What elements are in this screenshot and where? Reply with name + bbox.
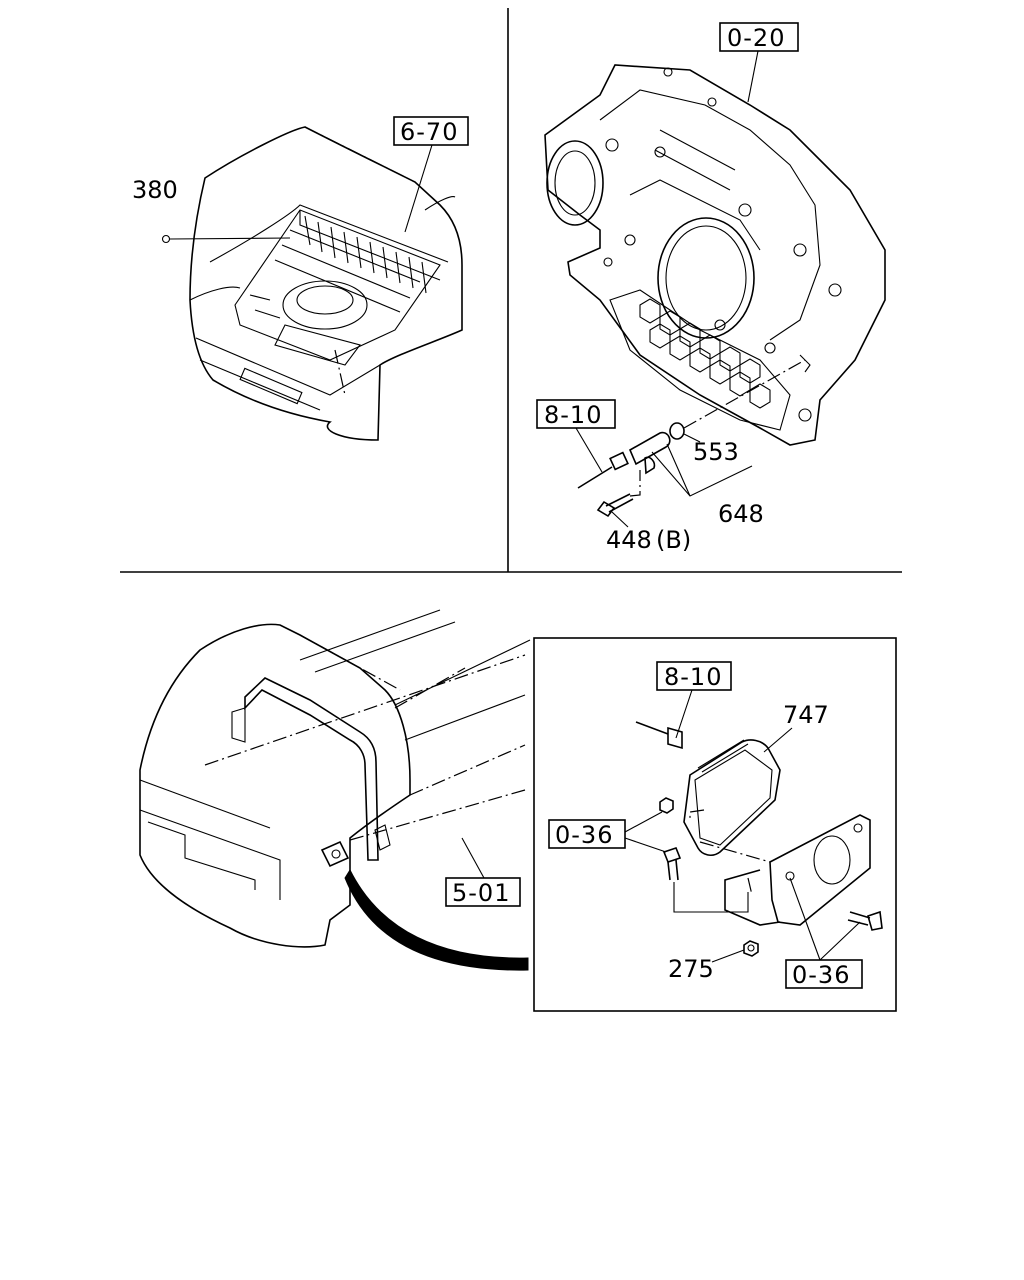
ref-box-5-01-label: 5-01 — [452, 879, 510, 907]
ref-8-10-top-leader — [575, 427, 603, 473]
cab-illustration — [189, 126, 463, 441]
ref-box-5-01 — [445, 877, 521, 907]
part-448-label: 448 — [606, 526, 652, 554]
ref-box-0-20 — [719, 22, 799, 52]
ref-box-6-70 — [393, 116, 469, 146]
part-553-leader — [683, 433, 701, 443]
part-747-leader — [763, 727, 793, 753]
part-380-marker — [161, 234, 171, 244]
ref-box-0-36-upper — [548, 819, 626, 849]
ref-6-70-leader — [404, 144, 433, 233]
cab-frame-illustration — [139, 609, 531, 948]
part-553-label: 553 — [693, 438, 739, 466]
callout-arrow — [344, 868, 529, 971]
ref-0-36-lower-leader — [789, 877, 861, 961]
ref-box-0-36-upper-label: 0-36 — [555, 821, 613, 849]
flywheel-housing — [544, 64, 886, 446]
ref-box-0-36-lower — [785, 959, 863, 989]
ref-box-8-10-bottom — [656, 661, 732, 691]
ecu-module — [635, 721, 883, 957]
ref-0-36-upper-leader — [624, 811, 667, 853]
part-747-label: 747 — [783, 701, 829, 729]
part-275-label: 275 — [668, 955, 714, 983]
ref-box-0-36-lower-label: 0-36 — [792, 961, 850, 989]
part-380-leader — [169, 237, 291, 240]
o-ring — [669, 422, 685, 440]
ref-box-0-20-label: 0-20 — [727, 24, 785, 52]
ref-box-8-10-bottom-label: 8-10 — [664, 663, 722, 691]
ref-0-20-leader — [747, 50, 759, 103]
ref-5-01-leader — [461, 837, 485, 879]
ref-8-10-bottom-leader — [675, 689, 693, 739]
detail-inset — [533, 637, 897, 1012]
part-648-bracket — [651, 443, 753, 497]
crank-sensor — [577, 359, 806, 518]
ref-box-8-10-top-label: 8-10 — [544, 401, 602, 429]
part-648-label: 648 — [718, 500, 764, 528]
part-448-leader — [611, 511, 629, 528]
part-275-leader — [711, 949, 745, 963]
part-380-label: 380 — [132, 176, 178, 204]
part-448-suffix: (B) — [656, 526, 691, 554]
ref-box-6-70-label: 6-70 — [400, 118, 458, 146]
